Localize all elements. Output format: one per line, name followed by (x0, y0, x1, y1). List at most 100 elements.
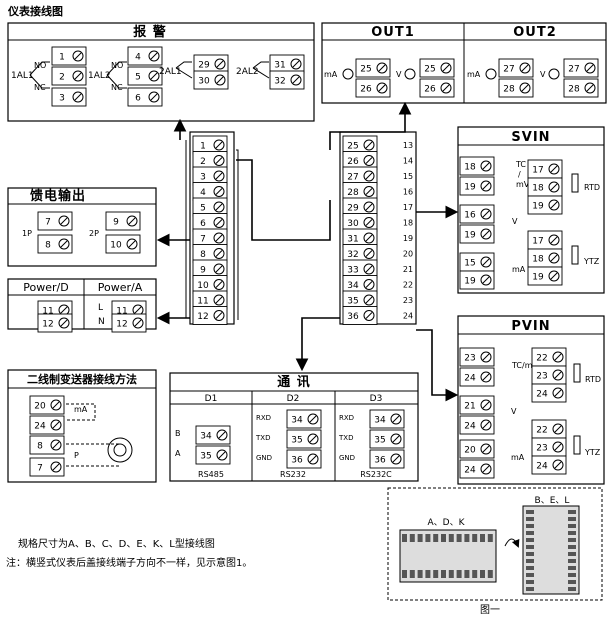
terminal-number: 6 (200, 219, 206, 229)
alarm-title: 报 警 (133, 24, 167, 40)
terminal-number: 1 (59, 53, 65, 63)
terminal: 16 (459, 204, 495, 224)
terminal: 22 (531, 347, 567, 367)
terminal-number: 28 (568, 85, 580, 95)
terminal: 19 (459, 176, 495, 196)
label-nc-2: NC (111, 83, 123, 92)
terminal-number: 2 (59, 73, 65, 83)
terminal: 3 (192, 166, 228, 186)
terminal-number: 24 (34, 422, 46, 432)
terminal: 8 (29, 435, 65, 455)
figure-left-label: A、D、K (428, 518, 466, 528)
terminal: 20 (29, 395, 65, 415)
comm-d2-std: RS232 (280, 470, 306, 479)
terminal: 15 (459, 252, 495, 272)
out1-ma-label: mA (324, 70, 338, 79)
terminal-number: 36 (347, 312, 359, 322)
terminal: 10 (192, 275, 228, 294)
terminal-number: 24 (536, 462, 548, 472)
terminal-number: 7 (37, 464, 43, 474)
terminal: 17 (527, 159, 563, 179)
power-d-title: Power/D (23, 281, 68, 294)
terminal-number: 30 (198, 77, 210, 87)
terminal: 12 (111, 313, 147, 333)
terminal-number: 34 (374, 416, 386, 426)
comm-d2: D2 (287, 394, 300, 404)
terminal: 25 (342, 135, 378, 155)
terminal-number: 34 (291, 416, 303, 426)
terminal-number: 24 (464, 466, 476, 476)
terminal: 24 (531, 383, 567, 403)
svin-slash: / (518, 170, 521, 179)
terminal: 24 (459, 367, 495, 387)
out2-ma-label: mA (467, 70, 481, 79)
terminal-number: 8 (45, 241, 51, 251)
terminal: 28 (563, 78, 599, 98)
terminal-number: 24 (536, 390, 548, 400)
terminal-number: 22 (536, 426, 547, 436)
comm-d3-gnd: GND (339, 454, 355, 462)
terminal: 19 (459, 224, 495, 244)
terminal: 12 (37, 313, 73, 333)
terminal-number: 23 (403, 296, 413, 305)
label-no-2: NO (111, 61, 123, 70)
terminal-number: 19 (464, 277, 476, 287)
terminal: 34 (342, 275, 378, 294)
terminal: 8 (192, 244, 228, 263)
terminal-number: 20 (34, 402, 46, 412)
terminal: 12 (192, 306, 228, 325)
terminal: 19 (527, 195, 563, 215)
terminal-block: 1234567891011122526272829303132333435361… (189, 131, 417, 325)
terminal-number: 15 (464, 259, 475, 269)
terminal: 27 (563, 58, 599, 78)
terminal: 10 (105, 234, 141, 254)
terminal: 30 (193, 70, 229, 90)
terminal-number: 5 (135, 73, 141, 83)
terminal-number: 4 (200, 188, 206, 198)
terminal: 33 (342, 259, 378, 279)
terminal-number: 29 (198, 61, 210, 71)
terminal-number: 23 (536, 444, 547, 454)
terminal: 27 (498, 58, 534, 78)
terminal-number: 12 (42, 320, 53, 330)
terminal: 31 (342, 228, 378, 248)
terminal-number: 20 (464, 446, 476, 456)
terminal: 17 (527, 230, 563, 250)
two-wire-p-label: P (74, 451, 79, 460)
terminal: 35 (369, 429, 405, 449)
comm-d3-rxd: RXD (339, 414, 354, 422)
svin-panel: SVIN TC / mV RTD V mA YTZ 18191718191619… (457, 126, 605, 294)
power-a-title: Power/A (98, 281, 143, 294)
terminal-number: 17 (403, 203, 413, 212)
out2-title: OUT2 (513, 25, 557, 40)
terminal: 22 (531, 419, 567, 439)
terminal-number: 13 (403, 141, 413, 150)
two-wire-ma-label: mA (74, 405, 88, 414)
feed-2p-label: 2P (89, 229, 99, 238)
terminal-number: 27 (347, 173, 358, 183)
connection-lines (156, 101, 459, 402)
comm-d2-rxd: RXD (256, 414, 271, 422)
terminal: 7 (37, 211, 73, 231)
terminal: 32 (269, 70, 305, 90)
out1-title: OUT1 (371, 25, 415, 40)
terminal: 23 (531, 437, 567, 457)
terminal: 7 (29, 457, 65, 477)
terminal-number: 11 (42, 307, 53, 317)
terminal: 34 (286, 409, 322, 429)
comm-d1-b: B (175, 429, 181, 438)
terminal-number: 27 (503, 65, 514, 75)
two-wire-title: 二线制变送器接线方法 (27, 372, 137, 386)
terminal-number: 12 (197, 312, 208, 322)
comm-d1-a: A (175, 449, 181, 458)
comm-d2-gnd: GND (256, 454, 272, 462)
terminal-number: 24 (464, 374, 476, 384)
comm-d2-txd: TXD (255, 434, 270, 442)
label-nc-1: NC (34, 83, 46, 92)
figure-caption: 图一 (480, 604, 500, 616)
terminal-number: 30 (347, 219, 359, 229)
terminal-number: 31 (274, 61, 285, 71)
terminal: 24 (459, 415, 495, 435)
